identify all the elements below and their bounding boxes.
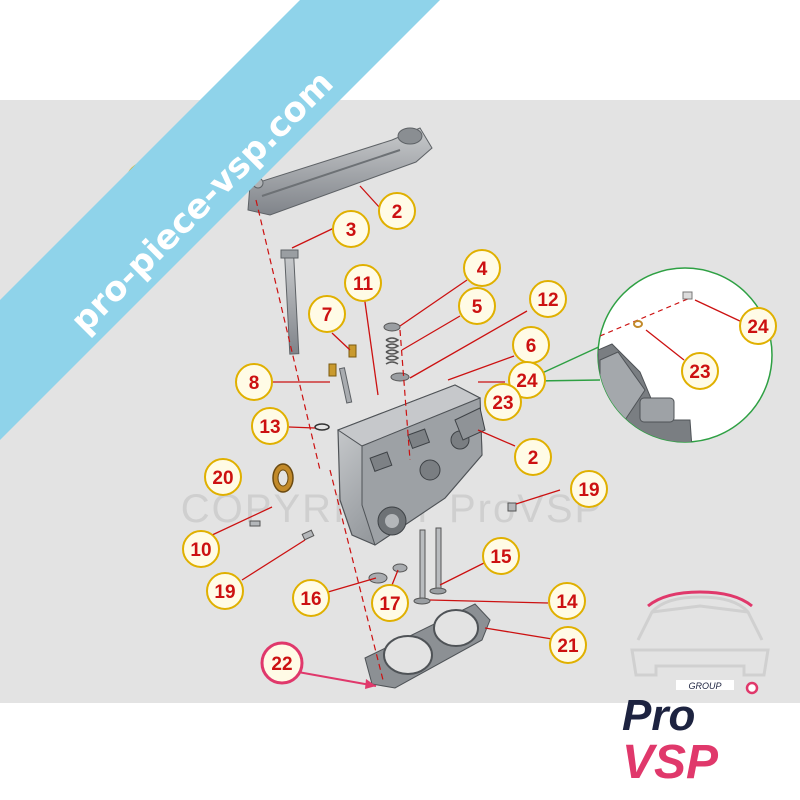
callout-5: 5 bbox=[458, 287, 496, 325]
callout-2-label: 2 bbox=[392, 202, 403, 223]
callout-15: 15 bbox=[482, 537, 520, 575]
callout-detail-24-label: 24 bbox=[747, 317, 769, 338]
callout-24: 24 bbox=[508, 361, 546, 399]
callout-20: 20 bbox=[204, 458, 242, 496]
cylinder-head-gasket bbox=[364, 603, 491, 689]
callout-11: 11 bbox=[344, 264, 382, 302]
callout-22-highlight: 22 bbox=[260, 641, 377, 689]
callout-6-label: 6 bbox=[526, 336, 537, 357]
car-outline-icon bbox=[630, 595, 770, 677]
callout-16: 16 bbox=[292, 579, 330, 617]
callout-19-label: 19 bbox=[578, 480, 599, 501]
callout-5-label: 5 bbox=[472, 297, 483, 318]
callout-19b-label: 19 bbox=[214, 582, 235, 603]
callout-21-label: 21 bbox=[557, 636, 579, 657]
callout-detail-23: 23 bbox=[681, 352, 719, 390]
callout-17-label: 17 bbox=[379, 594, 400, 615]
valve-spring-assembly bbox=[383, 322, 410, 382]
callout-19b: 19 bbox=[206, 572, 244, 610]
cylinder-head bbox=[336, 384, 486, 546]
injector-parts bbox=[328, 344, 357, 404]
callout-13: 13 bbox=[251, 407, 289, 445]
callout-10-label: 10 bbox=[190, 540, 211, 561]
callout-24-label: 24 bbox=[516, 371, 538, 392]
logo-word-vsp: VSP bbox=[622, 736, 719, 789]
callout-10: 10 bbox=[182, 530, 220, 568]
callout-4: 4 bbox=[463, 249, 501, 287]
callout-15-label: 15 bbox=[490, 547, 512, 568]
callout-12-label: 12 bbox=[537, 290, 558, 311]
callout-16-label: 16 bbox=[300, 589, 321, 610]
callout-7: 7 bbox=[308, 295, 346, 333]
callout-17: 17 bbox=[371, 584, 409, 622]
callout-22-label: 22 bbox=[271, 654, 292, 675]
callout-detail-23-label: 23 bbox=[689, 362, 710, 383]
dowel-pins bbox=[249, 502, 517, 541]
callout-14-label: 14 bbox=[556, 592, 578, 613]
callout-6: 6 bbox=[512, 326, 550, 364]
callout-detail-24: 24 bbox=[739, 307, 777, 345]
callout-8: 8 bbox=[235, 363, 273, 401]
valves bbox=[413, 527, 447, 605]
callout-19: 19 bbox=[570, 470, 608, 508]
callout-13-label: 13 bbox=[259, 417, 280, 438]
callout-2b: 2 bbox=[514, 438, 552, 476]
callout-2b-label: 2 bbox=[528, 448, 539, 469]
callout-14: 14 bbox=[548, 582, 586, 620]
cylinder-head-bolt bbox=[280, 249, 300, 355]
callout-4-label: 4 bbox=[477, 259, 488, 280]
callout-3: 3 bbox=[332, 210, 370, 248]
camshaft-seal bbox=[272, 463, 294, 493]
callout-8-label: 8 bbox=[249, 373, 260, 394]
callout-23: 23 bbox=[484, 383, 522, 421]
callout-21: 21 bbox=[549, 626, 587, 664]
valve-tappets bbox=[368, 563, 408, 584]
provsp-logo: GROUP Pro VSP bbox=[622, 590, 770, 789]
callout-12: 12 bbox=[529, 280, 567, 318]
callout-11-label: 11 bbox=[353, 274, 374, 295]
logo-group-text: GROUP bbox=[688, 681, 721, 691]
callout-20-label: 20 bbox=[212, 468, 233, 489]
callout-2: 2 bbox=[378, 192, 416, 230]
callout-3-label: 3 bbox=[346, 220, 357, 241]
logo-word-pro: Pro bbox=[622, 691, 695, 740]
callout-23-label: 23 bbox=[492, 393, 513, 414]
o-ring bbox=[314, 423, 330, 431]
assembly-axes bbox=[255, 199, 411, 681]
callout-7-label: 7 bbox=[322, 305, 333, 326]
